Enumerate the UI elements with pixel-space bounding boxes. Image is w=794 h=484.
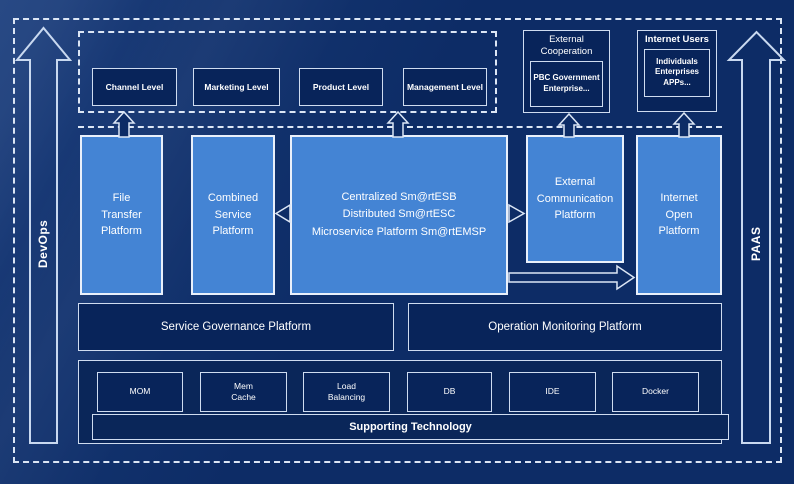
tech-box-mom: MOM — [97, 372, 183, 412]
tech-box-docker: Docker — [612, 372, 699, 412]
external-communication-platform: External Communication Platform — [526, 135, 624, 263]
tech-load-balancing-label: Load Balancing — [327, 380, 366, 402]
integration-dashed-line — [78, 126, 722, 128]
file-transfer-platform-label: File Transfer Platform — [101, 192, 142, 238]
supporting-technology-label: Supporting Technology — [349, 421, 472, 433]
service-governance-platform: Service Governance Platform — [78, 303, 394, 351]
paas-label: PAAS — [749, 226, 763, 262]
esb-line-distributed: Distributed Sm@rtESC — [342, 208, 456, 221]
internet-open-platform-label: Internet Open Platform — [658, 192, 700, 238]
internet-users-entities: Individuals Enterprises APPs... — [644, 48, 710, 97]
level-product-label: Product Level — [312, 82, 370, 92]
external-cooperation-entities: PBC Government Enterprise... — [530, 60, 603, 107]
external-cooperation-box: External Cooperation PBC Government Ente… — [523, 30, 610, 113]
tech-ide-label: IDE — [545, 386, 560, 397]
level-box-channel: Channel Level — [92, 68, 177, 106]
level-channel-label: Channel Level — [105, 82, 164, 92]
internet-users-box: Internet Users Individuals Enterprises A… — [637, 30, 717, 112]
level-management-label: Management Level — [406, 82, 484, 92]
level-marketing-label: Marketing Level — [204, 82, 269, 92]
esb-line-microservice: Microservice Platform Sm@rtEMSP — [311, 225, 487, 238]
tech-db-label: DB — [443, 386, 456, 397]
tech-box-ide: IDE — [509, 372, 596, 412]
tech-box-load-balancing: Load Balancing — [303, 372, 390, 412]
tech-box-mem-cache: Mem Cache — [200, 372, 287, 412]
tech-mem-cache-label: Mem Cache — [231, 380, 256, 402]
tech-docker-label: Docker — [642, 386, 669, 397]
level-box-marketing: Marketing Level — [193, 68, 280, 106]
combined-service-platform-label: Combined Service Platform — [207, 192, 259, 238]
internet-users-title: Internet Users — [645, 34, 709, 45]
external-communication-platform-label: External Communication Platform — [536, 176, 614, 222]
levels-dashed-group — [78, 31, 497, 113]
esb-platform: Centralized Sm@rtESB Distributed Sm@rtES… — [290, 135, 508, 295]
combined-service-platform: Combined Service Platform — [191, 135, 275, 295]
file-transfer-platform: File Transfer Platform — [80, 135, 163, 295]
esb-line-centralized: Centralized Sm@rtESB — [341, 190, 457, 203]
service-governance-label: Service Governance Platform — [160, 321, 312, 333]
tech-box-db: DB — [407, 372, 492, 412]
internet-open-platform: Internet Open Platform — [636, 135, 722, 295]
operation-monitoring-platform: Operation Monitoring Platform — [408, 303, 722, 351]
level-box-management: Management Level — [403, 68, 487, 106]
external-cooperation-title: External Cooperation — [540, 34, 593, 57]
level-box-product: Product Level — [299, 68, 383, 106]
tech-mom-label: MOM — [129, 386, 151, 397]
devops-label: DevOps — [36, 219, 50, 269]
operation-monitoring-label: Operation Monitoring Platform — [488, 321, 642, 333]
supporting-technology-bar: Supporting Technology — [92, 414, 729, 440]
